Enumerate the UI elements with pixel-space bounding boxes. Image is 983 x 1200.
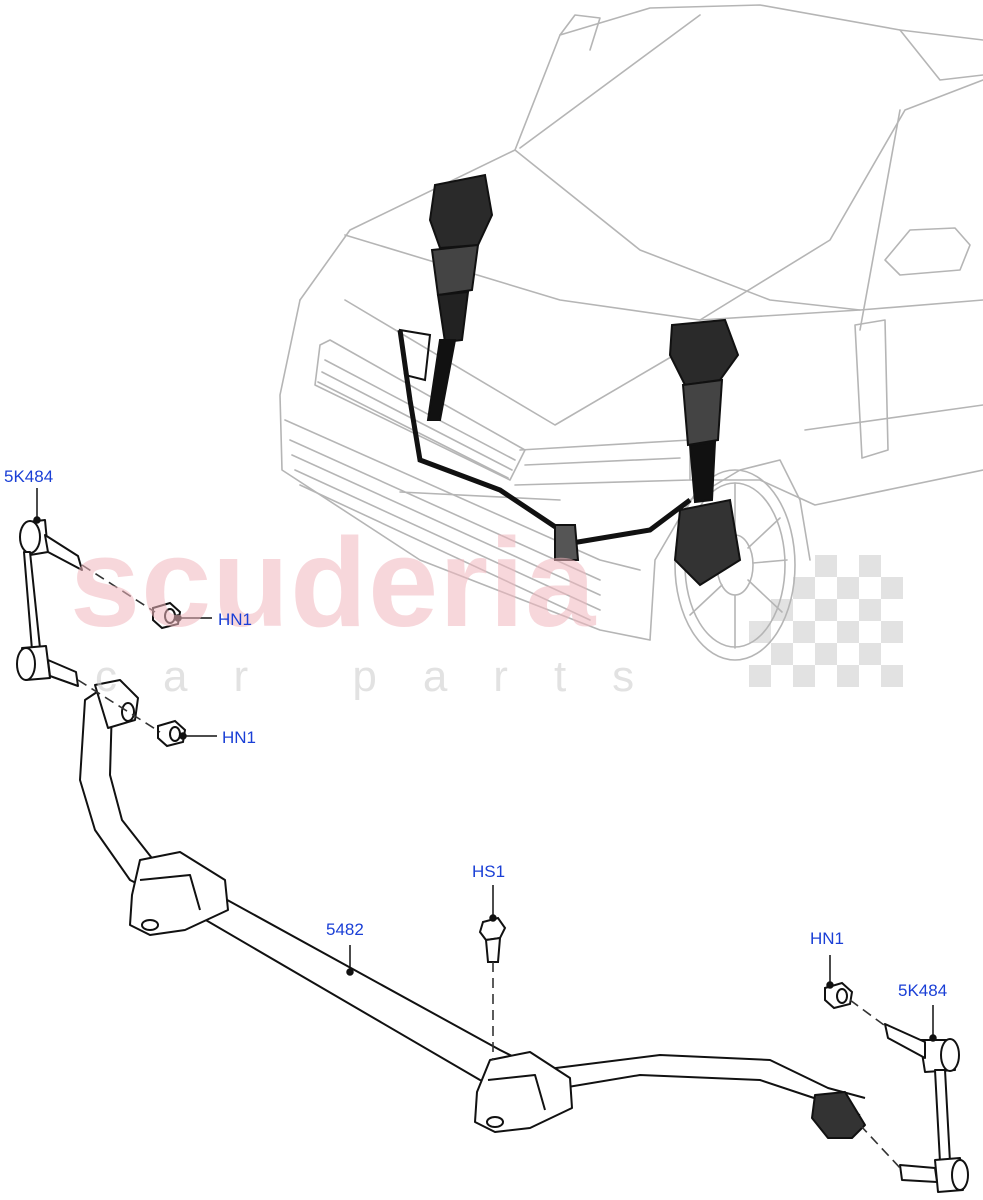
callout-bolt[interactable]: HS1 [472, 862, 506, 881]
callout-nut-right[interactable]: HN1 [810, 929, 845, 948]
right-nut [824, 981, 854, 1010]
checkered-flag-watermark [749, 555, 903, 687]
callout-nut-upper-left[interactable]: HN1 [218, 610, 253, 629]
left-drop-link [16, 519, 83, 687]
callout-nut-lower-left[interactable]: HN1 [222, 728, 257, 747]
callout-link-left[interactable]: 5K484 [4, 467, 54, 486]
callout-stabilizer-bar[interactable]: 5482 [326, 920, 364, 939]
right-drop-link [884, 1023, 969, 1193]
bolt [478, 916, 507, 963]
front-air-struts [397, 173, 742, 587]
watermark-text: scuderia [70, 512, 597, 653]
leader-lines [33, 488, 937, 1042]
stabilizer-bar [79, 679, 866, 1139]
callout-link-right[interactable]: 5K484 [898, 981, 948, 1000]
assembly-lines [77, 564, 903, 1171]
watermark-subtext: car parts [95, 652, 681, 701]
left-nuts [152, 601, 187, 748]
vehicle-outline [279, 4, 983, 661]
